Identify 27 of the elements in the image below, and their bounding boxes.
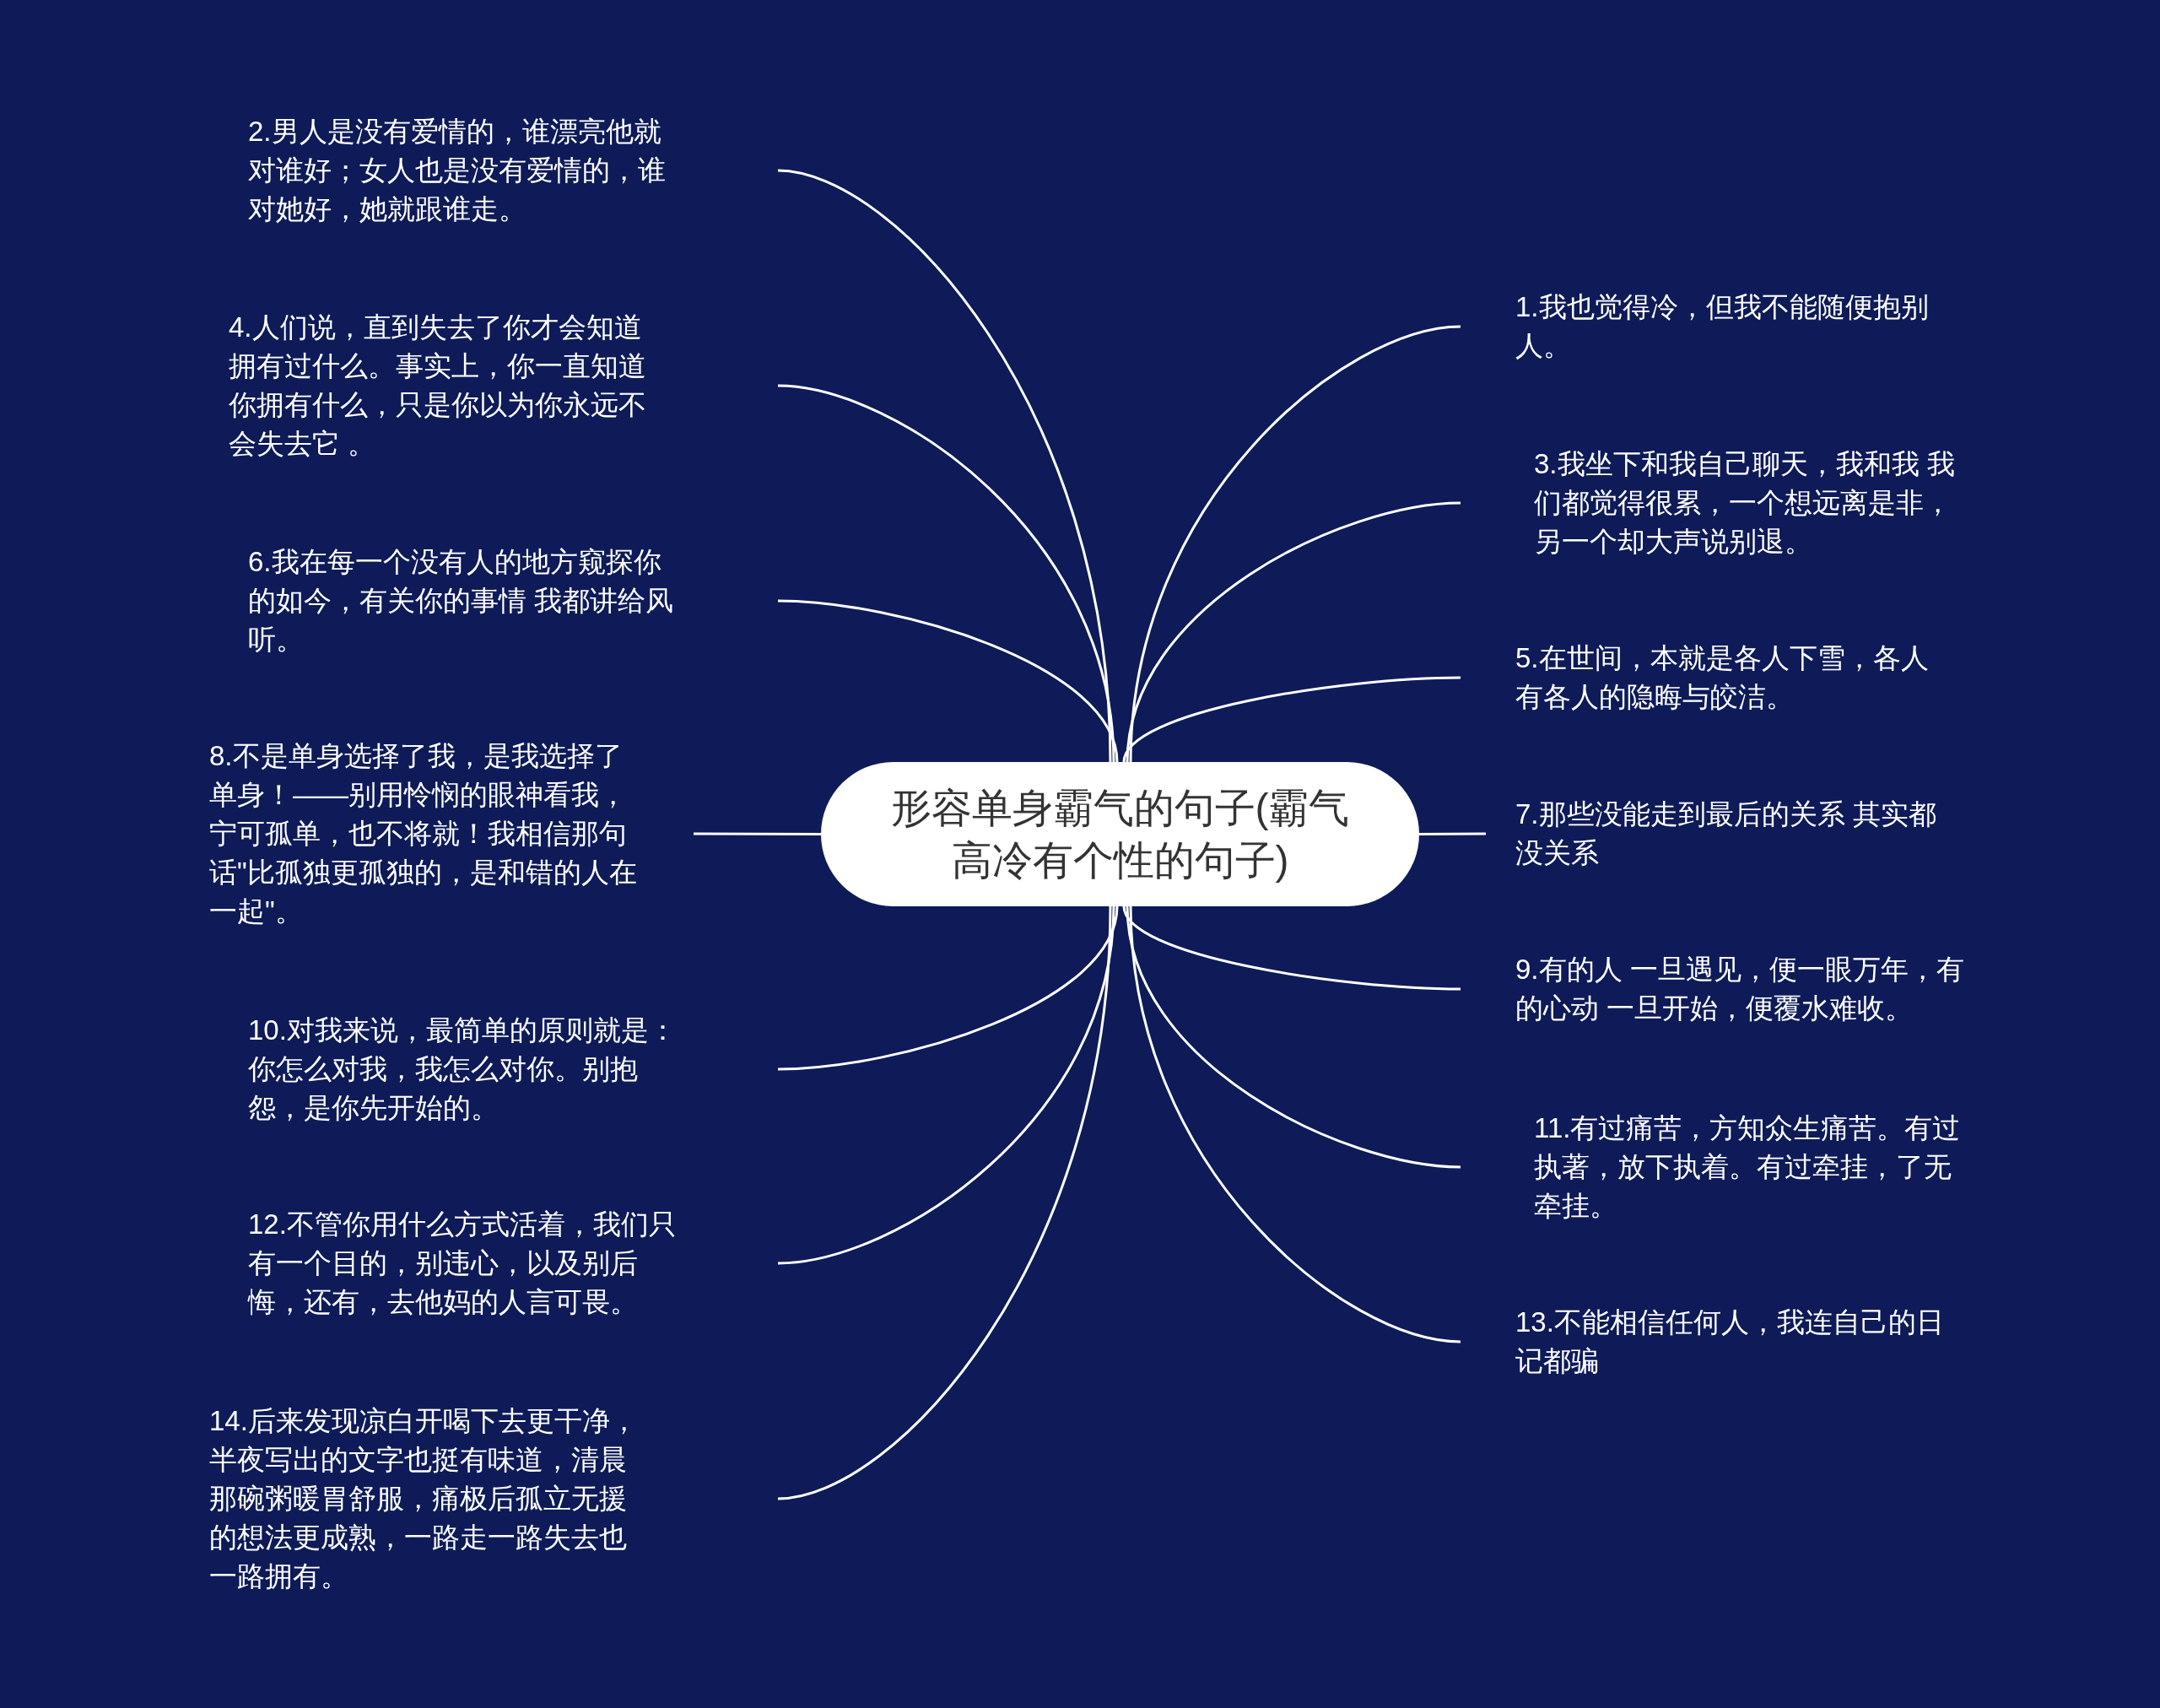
topic-title: 形容单身霸气的句子(霸气高冷有个性的句子)	[889, 784, 1351, 884]
branch-line	[777, 905, 1115, 1265]
quote-text: 11.有过痛苦，方知众生痛苦。有过执著，放下执着。有过牵挂，了无牵挂。	[1533, 1111, 1962, 1223]
branch-line	[1122, 676, 1461, 763]
branch-line	[1122, 905, 1461, 991]
quote-text: 9.有的人 一旦遇见，便一眼万年，有的心动 一旦开始，便覆水难收。	[1515, 953, 1965, 1025]
branch-line	[1129, 325, 1461, 763]
quote-text: 5.在世间，本就是各人下雪，各人有各人的隐晦与皎洁。	[1515, 641, 1930, 714]
branch-line	[777, 905, 1119, 1071]
quote-text: 8.不是单身选择了我，是我选择了单身！——别用怜悯的眼神看我，宁可孤单，也不将就！我相信那句话"比孤独更孤独的，是和错的人在一起"。	[209, 739, 638, 928]
branch-line	[1129, 905, 1461, 1343]
quote-text: 1.我也觉得冷，但我不能随便抱别人。	[1515, 290, 1930, 363]
quote-text: 10.对我来说，最简单的原则就是：你怎么对我，我怎么对你。别抱怨，是你先开始的。	[248, 1013, 678, 1125]
branch-line	[1126, 501, 1461, 763]
branch-line	[777, 169, 1112, 763]
quote-text: 4.人们说，直到失去了你才会知道拥有过什么。事实上，你一直知道你拥有什么，只是你以为你永远不会失去它 。	[229, 311, 647, 461]
quote-text: 3.我坐下和我自己聊天，我和我 我们都觉得很累，一个想远离是非，另一个却大声说别退。	[1533, 447, 1956, 559]
quote-text: 7.那些没能走到最后的关系 其实都没关系	[1515, 797, 1937, 870]
quote-text: 12.不管你用什么方式活着，我们只有一个目的，别违心，以及别后悔，还有，去他妈的人言可畏。	[248, 1208, 678, 1319]
branch-line	[777, 905, 1112, 1500]
branch-line	[1126, 905, 1461, 1169]
quote-text: 6.我在每一个没有人的地方窥探你的如今，有关你的事情 我都讲给风听。	[248, 545, 675, 657]
branch-line	[777, 384, 1115, 763]
quote-text: 14.后来发现凉白开喝下去更干净，半夜写出的文字也挺有味道，清晨那碗粥暖胃舒服，痛极后孤立无援的想法更成熟，一路走一路失去也一路拥有。	[209, 1404, 639, 1593]
branch-line	[777, 599, 1119, 763]
quote-text: 13.不能相信任何人，我连自己的日记都骗	[1515, 1305, 1945, 1378]
quote-text: 2.男人是没有爱情的，谁漂亮他就对谁好；女人也是没有爱情的，谁对她好，她就跟谁走。	[248, 115, 667, 226]
